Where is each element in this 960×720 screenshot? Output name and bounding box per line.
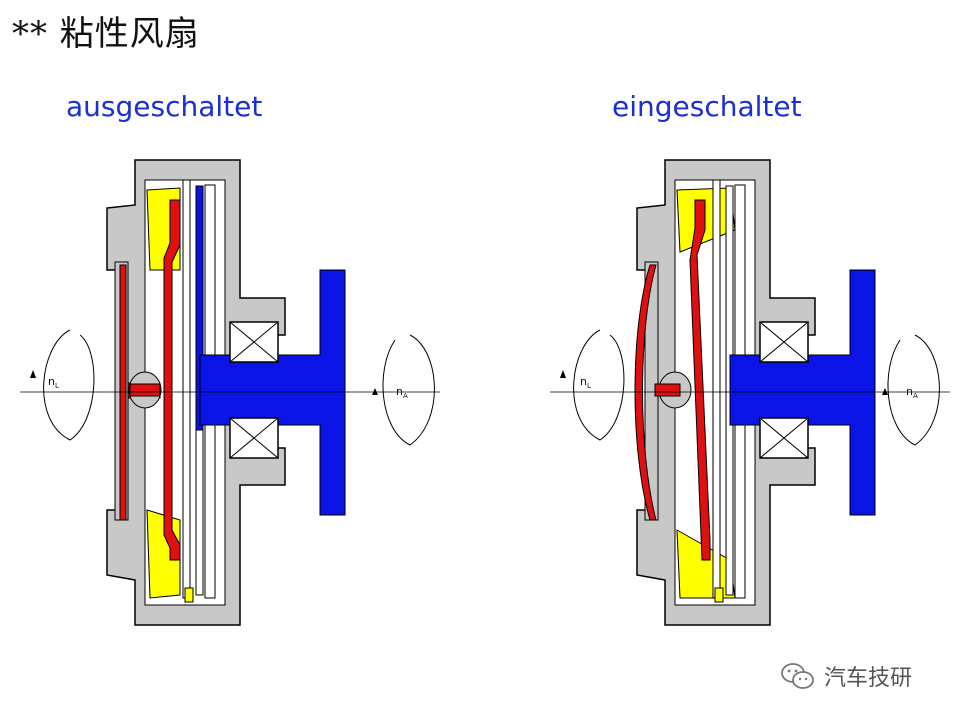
valve-lever bbox=[689, 199, 711, 561]
rotation-arrow-output bbox=[382, 334, 435, 446]
n-label-output: nA bbox=[396, 385, 408, 400]
bimetal-strip bbox=[119, 264, 127, 521]
bearing-top bbox=[759, 321, 809, 363]
valve-pin bbox=[654, 383, 681, 397]
watermark: 汽车技研 bbox=[780, 660, 912, 692]
bearing-top bbox=[229, 321, 279, 363]
page-title: ** 粘性风扇 bbox=[12, 14, 200, 54]
label-ausgeschaltet: ausgeschaltet bbox=[66, 90, 263, 123]
label-eingeschaltet: eingeschaltet bbox=[612, 90, 802, 123]
n-label-input: nL bbox=[580, 375, 591, 390]
wechat-icon bbox=[781, 663, 814, 689]
watermark-text: 汽车技研 bbox=[824, 666, 913, 691]
n-label-output: nA bbox=[906, 385, 918, 400]
viscous-fan-diagram-engaged: nL nA bbox=[550, 159, 950, 626]
viscous-fan-diagram-disengaged: nL nA bbox=[20, 159, 440, 626]
bearing-bottom bbox=[229, 417, 279, 459]
bimetal-strip-curved bbox=[634, 264, 657, 521]
rotation-arrow-input bbox=[573, 329, 625, 441]
bearing-bottom bbox=[759, 417, 809, 459]
rotation-arrow-input bbox=[43, 329, 95, 441]
valve-lever bbox=[163, 199, 181, 561]
n-label-input: nL bbox=[48, 375, 59, 390]
rotation-arrow-output bbox=[887, 334, 940, 446]
